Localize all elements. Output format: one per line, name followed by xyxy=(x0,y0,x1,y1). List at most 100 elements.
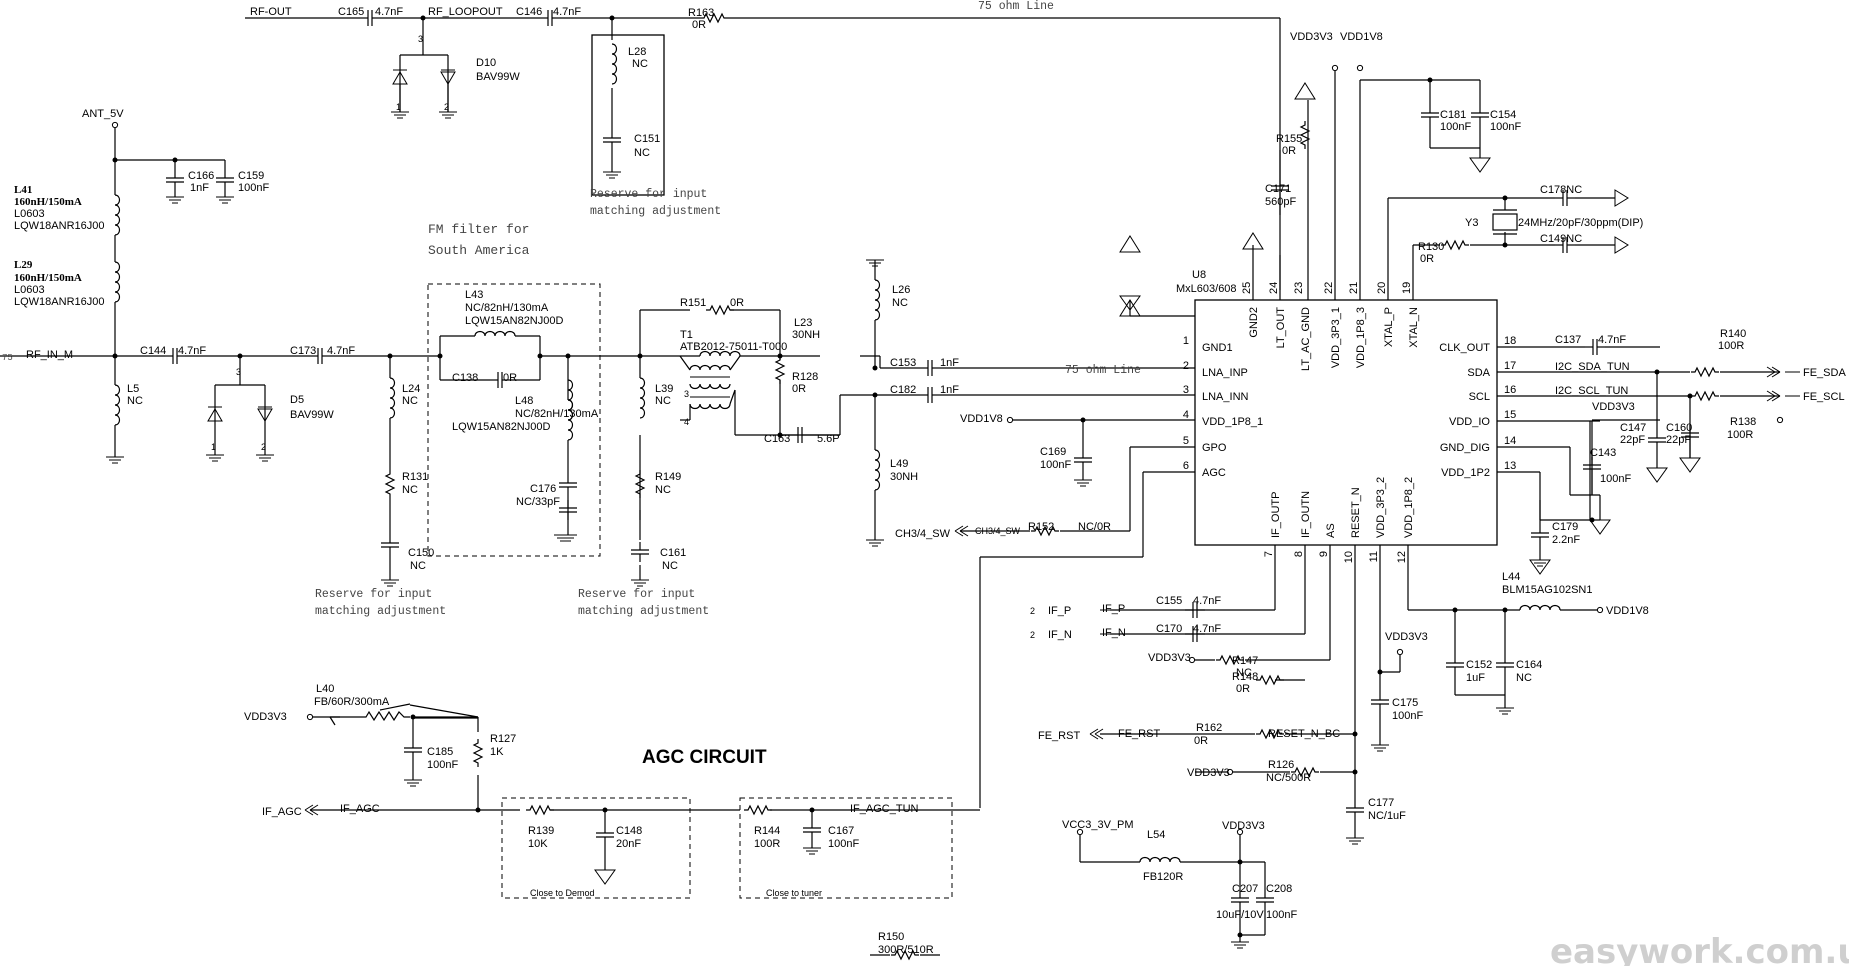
vdd3v3-net-f: VDD3V3 xyxy=(244,711,287,723)
u8-pin-25-name: GND2 xyxy=(1248,307,1260,338)
u8-pin-8-number: 8 xyxy=(1293,551,1305,557)
c173-value: 4.7nF xyxy=(327,345,355,357)
vdd1v8-net-a: VDD1V8 xyxy=(960,413,1003,425)
r155-value: 0R xyxy=(1282,145,1296,157)
u8-pin-16-name: SCL xyxy=(1469,391,1490,403)
t1-value: ATB2012-75011-T000 xyxy=(680,341,787,353)
d5-pin1: 1 xyxy=(211,442,216,452)
c138-value: 0R xyxy=(503,372,517,384)
u8-pin-4-number: 4 xyxy=(1183,409,1189,421)
u8-pin-9-name: AS xyxy=(1325,523,1337,538)
c147-label: C147 xyxy=(1620,422,1646,434)
fe-scl-port: FE_SCL xyxy=(1803,391,1845,403)
c155-value: 4.7nF xyxy=(1193,595,1221,607)
r152-label: R152 xyxy=(1028,521,1054,533)
l5-value: NC xyxy=(127,395,143,407)
r162-label: R162 xyxy=(1196,722,1222,734)
l40-value: FB/60R/300mA xyxy=(314,696,390,708)
l29-label: L29 xyxy=(14,259,33,271)
u8-body xyxy=(1194,299,1498,546)
r155-label: R155 xyxy=(1276,133,1302,145)
r138-label: R138 xyxy=(1730,416,1756,428)
reserve-left-1: Reserve for input xyxy=(315,588,432,601)
c165-value: 4.7nF xyxy=(375,6,403,18)
u8-pin-20-number: 20 xyxy=(1376,282,1388,294)
if-n-sheet-num: 2 xyxy=(1030,630,1035,640)
r127-label: R127 xyxy=(490,733,516,745)
r130-label: R130 xyxy=(1418,241,1444,253)
l28-label: L28 xyxy=(628,46,646,58)
l23-value: 30NH xyxy=(792,329,820,341)
u8-pin-6-number: 6 xyxy=(1183,460,1189,472)
r127-value: 1K xyxy=(490,746,504,758)
c138-label: C138 xyxy=(452,372,478,384)
u8-pin-14-number: 14 xyxy=(1504,435,1516,447)
c167-label: C167 xyxy=(828,825,854,837)
u8-pin-13-name: VDD_1P2 xyxy=(1441,467,1490,479)
c169-label: C169 xyxy=(1040,446,1066,458)
close-to-demod-box xyxy=(501,797,691,899)
c176-value: NC/33pF xyxy=(516,496,560,508)
u8-pin-18-number: 18 xyxy=(1504,335,1516,347)
c177-value: NC/1uF xyxy=(1368,810,1406,822)
t1-pin4: 4 xyxy=(684,417,689,427)
u8-pin-11-number: 11 xyxy=(1368,551,1380,562)
c181-value: 100nF xyxy=(1440,121,1471,133)
t1-pin3: 3 xyxy=(684,389,689,399)
components xyxy=(114,9,1720,960)
u8-pin-22-name: VDD_3P3_1 xyxy=(1330,307,1342,368)
c147-value: 22pF xyxy=(1620,434,1645,446)
r131-value: NC xyxy=(402,484,418,496)
l44-label: L44 xyxy=(1502,571,1520,583)
l29-value: 160nH/150mA xyxy=(14,272,82,284)
l43-part: LQW15AN82NJ00D xyxy=(465,315,563,327)
ant-5v-net: ANT_5V xyxy=(82,108,124,120)
ohm-line-left: 75 xyxy=(2,353,13,363)
reserve-left-2: matching adjustment xyxy=(315,605,446,618)
u8-pin-24-name: LT_OUT xyxy=(1275,307,1287,349)
c151-label: C151 xyxy=(634,133,660,145)
r126-value: NC/500R xyxy=(1266,772,1311,784)
d10-pin3: 3 xyxy=(418,34,423,44)
r139-value: 10K xyxy=(528,838,548,850)
l29-part: LQW18ANR16J00 xyxy=(14,296,105,308)
agc-circuit-title: AGC CIRCUIT xyxy=(642,747,767,768)
l41-package: L0603 xyxy=(14,208,45,220)
c161-label: C161 xyxy=(660,547,686,559)
l40-label: L40 xyxy=(316,683,334,695)
u8-pin-11-name: VDD_3P3_2 xyxy=(1375,477,1387,538)
c179-value: 2.2nF xyxy=(1552,534,1580,546)
u8-pin-25-number: 25 xyxy=(1241,282,1253,294)
fe-rst-port: FE_RST xyxy=(1038,730,1080,742)
r130-value: 0R xyxy=(1420,253,1434,265)
t1-label: T1 xyxy=(680,329,693,341)
l29-package: L0603 xyxy=(14,284,45,296)
vdd3v3-net-g: VDD3V3 xyxy=(1222,820,1265,832)
c155-label: C155 xyxy=(1156,595,1182,607)
close-to-demod-note: Close to Demod xyxy=(530,888,595,898)
c154-value: 100nF xyxy=(1490,121,1521,133)
r151-label: R151 xyxy=(680,297,706,309)
junctions xyxy=(112,15,1693,938)
l48-label: L48 xyxy=(515,395,533,407)
rf-in-net: RF_IN_M xyxy=(26,349,73,361)
r140-label: R140 xyxy=(1720,328,1746,340)
vdd3v3-net-c: VDD3V3 xyxy=(1148,652,1191,664)
u8-pin-22-number: 22 xyxy=(1323,282,1335,294)
r150-label: R150 xyxy=(878,931,904,943)
fe-sda-port: FE_SDA xyxy=(1803,367,1846,379)
l41-part: LQW18ANR16J00 xyxy=(14,220,105,232)
r150-value: 300R/510R xyxy=(878,944,934,956)
c171-value: 560pF xyxy=(1265,196,1296,208)
u8-pin-12-number: 12 xyxy=(1396,551,1408,563)
l5-label: L5 xyxy=(127,383,139,395)
c137-label: C137 xyxy=(1555,334,1581,346)
u8-pin-17-name: SDA xyxy=(1467,367,1490,379)
r126-label: R126 xyxy=(1268,759,1294,771)
d10-value: BAV99W xyxy=(476,71,520,83)
c146-label: C146 xyxy=(516,6,542,18)
sda-tun-net: I2C_SDA_TUN xyxy=(1555,361,1630,373)
fm-filter-title-2: South America xyxy=(428,243,530,258)
l28-value: NC xyxy=(632,58,648,70)
c153-label: C153 xyxy=(890,357,916,369)
